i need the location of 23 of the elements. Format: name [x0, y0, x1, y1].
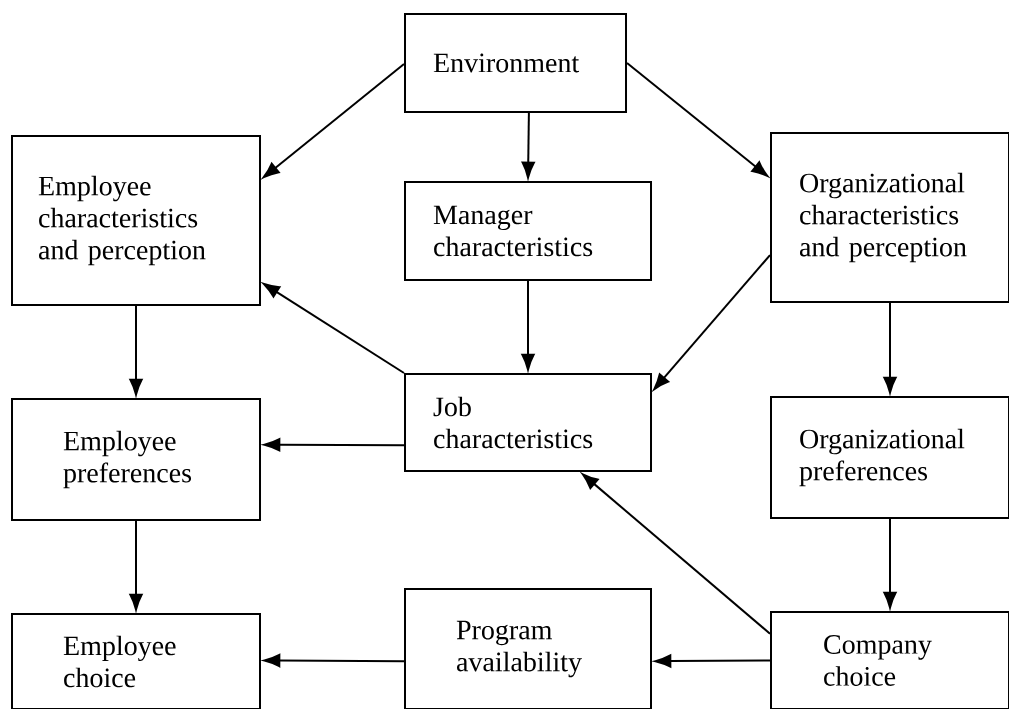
process-box: Employee choice [11, 613, 261, 709]
arrow [883, 302, 897, 394]
arrow [521, 280, 535, 371]
arrow [129, 520, 143, 611]
process-box: Manager characteristics [404, 181, 652, 281]
arrow [883, 518, 897, 609]
process-box: Company choice [770, 611, 1009, 709]
arrow [581, 473, 771, 635]
arrow [521, 112, 535, 179]
process-box: Organizational characteristics and perception [770, 132, 1009, 303]
process-box: Environment [404, 13, 627, 113]
arrow [263, 282, 405, 374]
process-box: Organizational preferences [770, 396, 1009, 519]
arrow [129, 305, 143, 396]
process-box: Program availability [404, 588, 652, 709]
arrow [263, 438, 405, 452]
arrow [653, 254, 771, 391]
arrow [626, 62, 769, 177]
arrow [654, 654, 771, 668]
process-box: Employee characteristics and perception [11, 135, 261, 306]
process-box: Employee preferences [11, 398, 261, 521]
process-box: Job characteristics [404, 373, 652, 472]
arrow [262, 63, 405, 179]
